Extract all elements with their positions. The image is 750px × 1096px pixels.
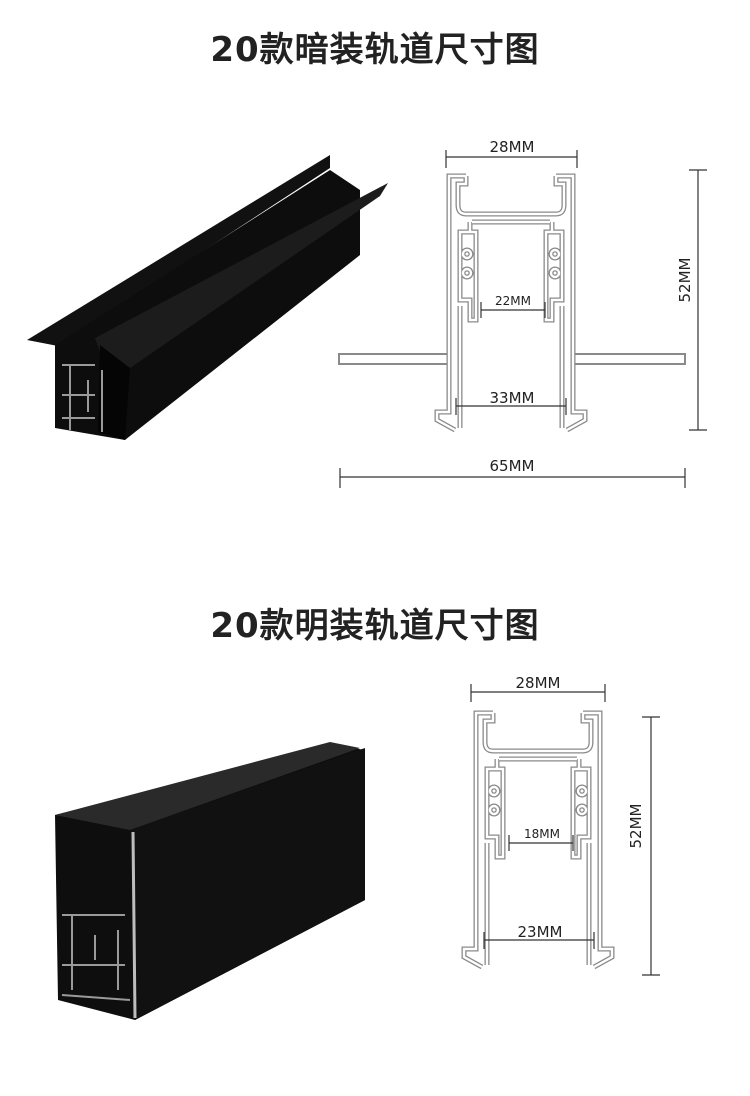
dim-total-width: 65MM — [490, 457, 535, 475]
dim-inner-gap: 22MM — [495, 294, 531, 308]
section-title-surface: 20款明装轨道尺寸图 — [210, 606, 540, 646]
left-flange — [338, 353, 450, 365]
recessed-rail-render — [27, 155, 388, 440]
dim-top-width: 28MM — [490, 138, 535, 156]
recessed-profile-drawing: 28MM 52MM 22MM 33MM 65MM — [338, 138, 707, 488]
surface-profile-drawing: 28MM 52MM 18MM 23MM — [464, 674, 660, 976]
right-flange — [572, 353, 686, 365]
dim-top-width-2: 28MM — [516, 674, 561, 692]
dim-height: 52MM — [676, 258, 694, 303]
dim-opening-2: 23MM — [518, 923, 563, 941]
section-title-recessed: 20款暗装轨道尺寸图 — [210, 30, 540, 70]
dim-inner-gap-2: 18MM — [524, 827, 560, 841]
dim-height-2: 52MM — [627, 804, 645, 849]
dim-opening: 33MM — [490, 389, 535, 407]
surface-rail-render — [55, 742, 365, 1020]
